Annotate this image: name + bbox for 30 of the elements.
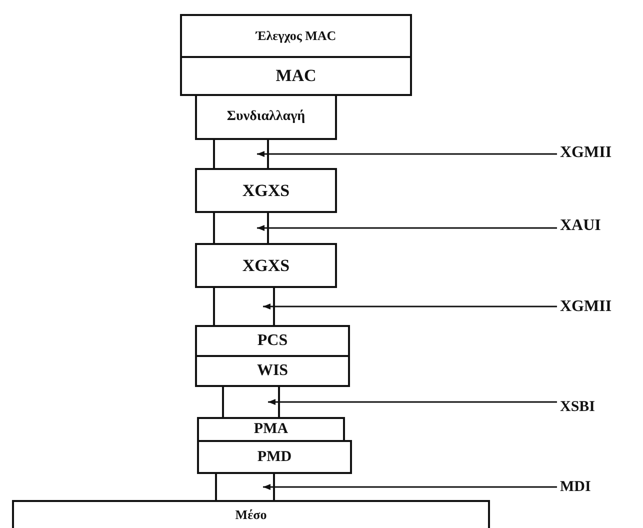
layer-box bbox=[180, 56, 412, 96]
layer-box bbox=[197, 440, 352, 474]
leader-arrow bbox=[263, 304, 557, 310]
leader-arrow bbox=[257, 225, 557, 231]
layer-name: XGXS bbox=[242, 180, 290, 200]
layer-name: PCS bbox=[257, 332, 288, 350]
layer-box bbox=[195, 325, 350, 357]
interface-label: XGMII bbox=[560, 298, 612, 316]
layer-box bbox=[195, 355, 350, 387]
leader-arrow bbox=[257, 151, 557, 157]
layer-name: Μέσο bbox=[235, 507, 267, 523]
interface-label: XAUI bbox=[560, 217, 601, 235]
layer-name: Έλεγχος MAC bbox=[256, 28, 336, 44]
interface-label: XSBI bbox=[560, 398, 596, 416]
layer-box bbox=[12, 500, 490, 528]
layer-name: MAC bbox=[276, 66, 316, 86]
layer-name: Συνδιαλλαγή bbox=[226, 109, 306, 125]
layer-box bbox=[195, 168, 337, 213]
layer-box bbox=[180, 14, 412, 58]
interface-label: MDI bbox=[560, 478, 591, 496]
leader-arrow bbox=[263, 484, 557, 490]
layer-box bbox=[197, 417, 345, 442]
layer-name: PMA bbox=[254, 421, 288, 438]
layer-name: XGXS bbox=[242, 256, 290, 276]
leader-arrow bbox=[268, 399, 557, 405]
layer-name: PMD bbox=[257, 448, 292, 466]
layer-box bbox=[195, 94, 337, 140]
layer-name: WIS bbox=[256, 362, 288, 380]
layer-box bbox=[195, 243, 337, 288]
interface-label: XGMII bbox=[560, 144, 612, 162]
